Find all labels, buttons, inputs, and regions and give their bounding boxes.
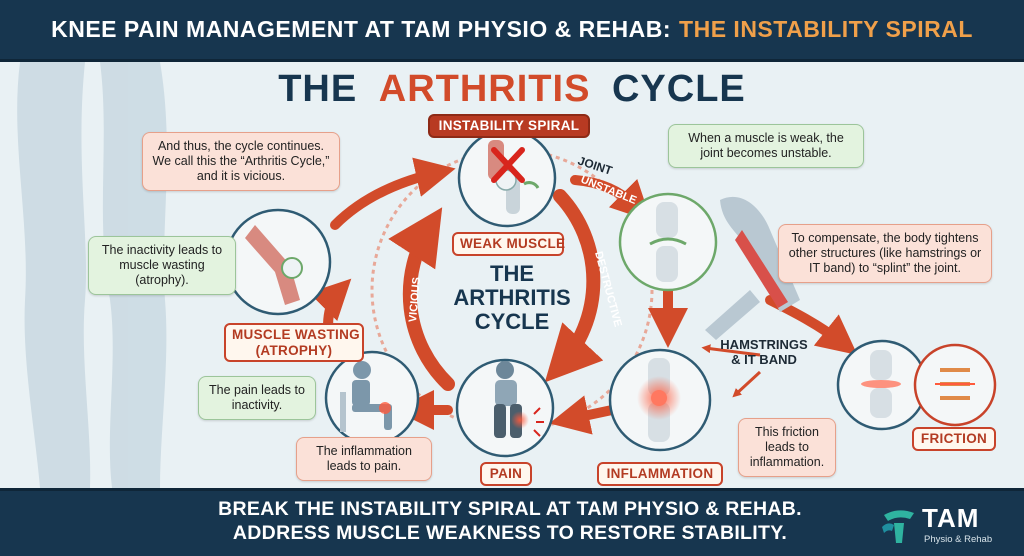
header-title-accent: THE INSTABILITY SPIRAL [679,16,973,42]
muscle-wasting-line1: MUSCLE WASTING [232,327,360,342]
friction-label: FRICTION [912,427,996,451]
seated-person-icon [340,361,392,432]
red-x-icon [491,147,525,183]
bubble-muscle-weak: When a muscle is weak, the joint becomes… [668,124,864,168]
tam-logo-icon [882,510,914,543]
muscle-wasting-line2: (ATROPHY) [255,342,333,358]
joint-label: JOINT [576,154,615,178]
logo-subtitle: Physio & Rehab [924,534,993,545]
center-title-line3: CYCLE [474,309,550,335]
bubble-cycle-continues: And thus, the cycle continues. We call t… [142,132,340,191]
tam-logo: TAM Physio & Rehab [880,503,1010,549]
footer-text: BREAK THE INSTABILITY SPIRAL AT TAM PHYS… [150,497,870,546]
inflamed-knee-icon [637,358,681,442]
bubble-pain-inactivity: The pain leads to inactivity. [198,376,316,420]
weak-muscle-label: WEAK MUSCLE [452,232,565,256]
hamstrings-line1: HAMSTRINGS [720,337,808,352]
main-title: THE ARTHRITIS CYCLE [0,68,1024,111]
main-title-part3: CYCLE [611,68,746,110]
unstable-knee-icon [649,202,687,282]
instability-spiral-label: INSTABILITY SPIRAL [428,114,590,138]
friction-joint-icon [861,350,975,418]
hamstring-leg-icon [705,196,800,340]
logo-name: TAM [922,503,980,533]
joint-unstable-circle [618,192,718,292]
bubble-inflammation-pain: The inflammation leads to pain. [296,437,432,481]
hamstrings-label: HAMSTRINGS & IT BAND [714,337,814,368]
header-title: KNEE PAIN MANAGEMENT AT TAM PHYSIO & REH… [51,16,672,42]
main-cycle-arrows [388,189,604,391]
footer-banner: BREAK THE INSTABILITY SPIRAL AT TAM PHYS… [0,488,1024,556]
hamstrings-line2: & IT BAND [731,351,797,367]
muscle-wasting-label: MUSCLE WASTING (ATROPHY) [224,323,364,363]
bubble-inactivity: The inactivity leads to muscle wasting (… [88,236,236,295]
vicious-label: VICIOUS [407,277,423,323]
center-title-line1: THE [490,261,534,286]
main-title-part1: THE [278,68,358,110]
seated-circle [324,350,420,446]
pain-label: PAIN [480,462,532,486]
bubble-compensate: To compensate, the body tightens other s… [778,224,992,283]
small-pointer-arrows [701,344,762,398]
center-title: THE ARTHRITIS CYCLE [432,261,592,335]
footer-line2: ADDRESS MUSCLE WEAKNESS TO RESTORE STABI… [232,522,788,545]
main-title-part2: ARTHRITIS [378,68,591,110]
pain-person-icon [494,361,544,438]
bubble-friction: This friction leads to inflammation. [738,418,836,477]
header-banner: KNEE PAIN MANAGEMENT AT TAM PHYSIO & REH… [0,0,1024,62]
atrophy-leg-icon [245,225,303,305]
center-title-line2: ARTHRITIS [453,285,571,311]
unstable-label: UNSTABLE [579,174,638,207]
inflammation-label: INFLAMMATION [597,462,723,486]
footer-line1: BREAK THE INSTABILITY SPIRAL AT TAM PHYS… [218,498,802,520]
